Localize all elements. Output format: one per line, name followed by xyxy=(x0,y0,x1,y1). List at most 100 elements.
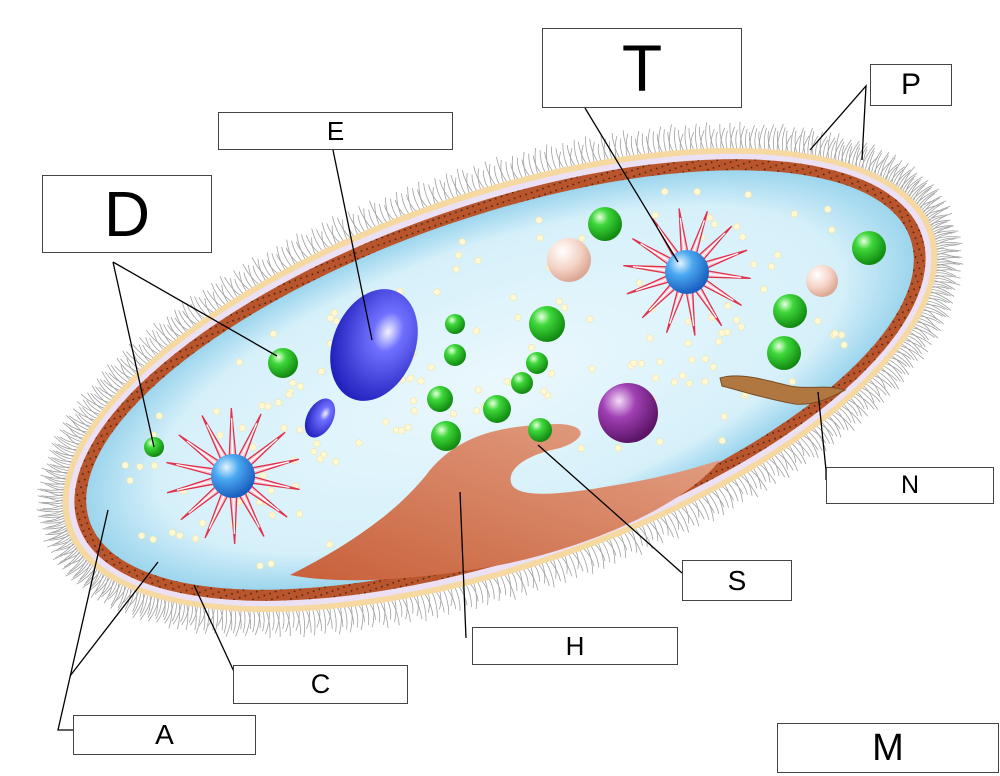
cilium xyxy=(908,331,926,348)
cilium xyxy=(110,583,124,609)
granule xyxy=(280,424,288,432)
cilium xyxy=(168,600,173,629)
cilium xyxy=(785,130,789,154)
label-m: M xyxy=(777,723,999,773)
food-vacuole xyxy=(767,336,801,370)
cilium xyxy=(754,128,758,151)
granule xyxy=(678,372,687,380)
granule xyxy=(198,519,207,527)
granule xyxy=(773,251,782,259)
cilium xyxy=(78,564,94,582)
cilium xyxy=(900,166,915,192)
cilium xyxy=(225,608,233,637)
granule xyxy=(555,297,563,306)
granule xyxy=(718,437,726,445)
granule xyxy=(514,313,522,322)
cilium xyxy=(347,211,363,235)
cilium xyxy=(533,564,541,582)
cilium xyxy=(648,520,664,544)
granule xyxy=(269,330,278,338)
cilium xyxy=(749,468,768,491)
cilium xyxy=(484,161,497,187)
cilium xyxy=(99,379,118,396)
food-vacuole xyxy=(444,344,466,366)
cilium xyxy=(338,606,342,635)
cilium xyxy=(669,511,685,532)
macronucleus xyxy=(330,289,418,401)
cilium xyxy=(457,168,467,196)
food-vacuole xyxy=(852,231,886,265)
cilium xyxy=(619,138,625,159)
cilium xyxy=(291,609,295,628)
cilium xyxy=(442,588,450,615)
cilium xyxy=(925,205,951,220)
cilium xyxy=(40,520,67,524)
cilium xyxy=(418,181,425,210)
cilium xyxy=(586,546,594,575)
cilium xyxy=(739,121,744,151)
cilium xyxy=(114,365,133,380)
label-p: P xyxy=(870,64,952,106)
cilium xyxy=(495,575,500,602)
cilium xyxy=(776,124,784,152)
cilium xyxy=(932,281,961,286)
cilium xyxy=(803,130,806,156)
cilium xyxy=(915,321,939,331)
cilium xyxy=(336,217,352,240)
cilium xyxy=(589,138,599,163)
leader-e xyxy=(332,149,373,341)
cilium xyxy=(166,316,180,339)
cilium xyxy=(276,253,290,270)
cilium xyxy=(80,394,106,410)
granule xyxy=(814,317,822,325)
cilium xyxy=(791,442,807,465)
cilium xyxy=(326,223,341,244)
cilium xyxy=(929,290,954,304)
granule xyxy=(325,540,334,549)
cilium xyxy=(807,127,813,156)
leader-d1 xyxy=(112,261,278,357)
cilium xyxy=(849,397,862,417)
cilium xyxy=(107,364,126,388)
cilium xyxy=(96,378,115,400)
cilium xyxy=(311,228,324,253)
cilium xyxy=(892,352,911,368)
cilium xyxy=(647,128,651,156)
cilium xyxy=(38,515,66,518)
granule xyxy=(715,337,723,346)
cilium xyxy=(924,302,950,318)
cilium xyxy=(637,525,653,550)
cilium xyxy=(47,456,71,470)
cilium xyxy=(62,429,85,439)
cilium xyxy=(233,609,237,634)
cilium xyxy=(39,507,65,511)
cilium xyxy=(312,608,316,636)
granule xyxy=(473,407,481,415)
cilium xyxy=(194,604,197,631)
granule xyxy=(192,535,200,543)
cilium xyxy=(890,160,903,185)
cilium xyxy=(116,357,136,378)
label-s: S xyxy=(682,560,792,601)
cilium xyxy=(43,528,70,542)
cilium xyxy=(59,436,82,445)
cilium xyxy=(59,429,83,443)
cilium xyxy=(55,541,76,559)
paramecium-body xyxy=(62,147,938,613)
cilium xyxy=(40,488,66,491)
cilium xyxy=(69,415,93,427)
cilium xyxy=(301,609,306,638)
granule xyxy=(828,226,836,234)
cilium xyxy=(386,599,392,620)
granule xyxy=(737,323,745,331)
granule xyxy=(535,216,543,224)
cilium xyxy=(674,127,678,153)
cilium xyxy=(715,131,719,151)
granule xyxy=(733,316,741,324)
cilium xyxy=(709,125,715,151)
cilium xyxy=(291,240,303,263)
granule xyxy=(267,487,275,495)
cilium xyxy=(874,152,882,176)
granule xyxy=(760,285,768,293)
cilium xyxy=(739,125,746,150)
